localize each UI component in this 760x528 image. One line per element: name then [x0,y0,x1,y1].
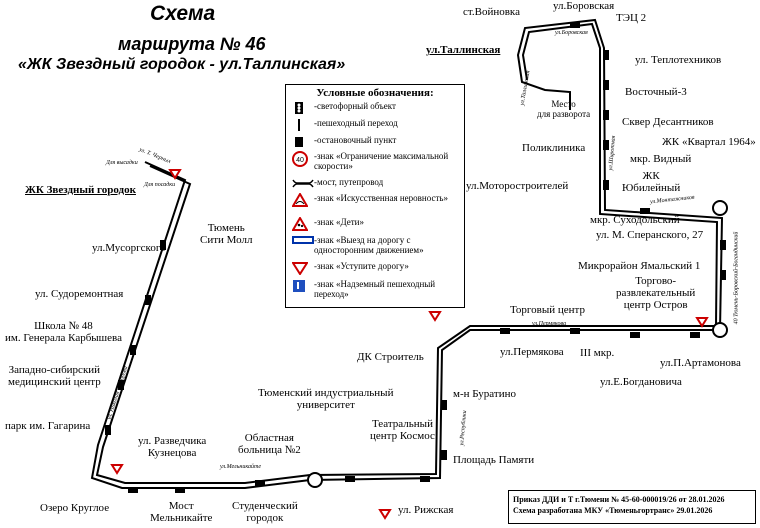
stop-label-permyakova: ул.Пермякова [500,346,564,358]
stop-label-ozero-krugloe: Озеро Круглое [40,502,110,514]
stop-label-park-gagarina: парк им. Гагарина [5,420,91,432]
speed-limit-40-icon: 40 [292,151,314,167]
stop-label-tiu: Тюменский индустриальный университет [258,387,394,411]
legend-label: -знак «Искусственная неровность» [314,193,448,203]
svg-text:40: 40 [296,157,304,164]
yield-signs [110,169,709,520]
order-line2: Схема разработана МКУ «Тюменьгортранс» 2… [513,506,713,515]
stop-label-bogdanovicha: ул.Е.Богдановича [600,376,682,388]
stop-label-student-town: Студенческий городок [232,500,298,524]
stop-label-hospital2: Областная больница №2 [238,432,301,456]
stop-label-dk-stroitel: ДК Строитель [357,351,424,363]
map-title-line3: «ЖК Звездный городок - ул.Таллинская» [18,56,346,73]
stop-label-med-center: Западно-сибирский медицинский центр [8,364,101,388]
stop-label-kvartal1964: ЖК «Квартал 1964» [662,136,756,148]
stop-label-razvedchika: ул. Разведчика Кузнецова [138,435,207,459]
legend-label: -знак «Уступите дорогу» [314,261,409,271]
stop-label-speranskogo: ул. М. Сперанского, 27 [596,229,704,241]
stop-label-iii-mkr: III мкр. [580,347,615,359]
stop-label-most-melnikaite: Мост Мельникайте [150,500,213,524]
stop-label-tets2: ТЭЦ 2 [616,12,647,24]
stop-label-poliklinika: Поликлиника [522,142,586,154]
stop-label-vostochny3: Восточный-3 [625,86,687,98]
stop-label-vidny: мкр. Видный [630,153,692,165]
map-title-line2: маршрута № 46 [118,34,266,54]
stop-label-tyumen-city-mall: Тюмень Сити Молл [200,222,253,246]
stop-label-yubileiny: ЖК Юбилейный [622,170,681,194]
label-turnaround: Место для разворота [537,99,591,119]
bus-stop-markers [105,22,726,493]
stop-label-tr-center-ostrov: Торгово- развлекательный центр Остров [616,275,696,311]
legend-heading: Условные обозначения: [316,87,434,99]
stop-label-yamalsky: Микрорайон Ямальский 1 [578,260,701,272]
legend-label: -знак «Надземный пешеходный переход» [314,279,436,299]
stop-label-buratino: м-н Буратино [453,388,516,400]
stop-label-sudoremontnaya: ул. Судоремонтная [35,288,124,300]
stop-label-borovskaya: ул.Боровская [553,0,615,12]
children-icon [291,216,314,231]
stop-label-rizhskaya: ул. Рижская [398,504,454,516]
legend-label: -пешеходный переход [314,118,398,128]
stop-label-ploshchad-pamyati: Площадь Памяти [453,454,535,466]
legend-label: -знак «Выезд на дорогу с односторонним д… [314,235,424,255]
stop-label-artamonova: ул.П.Артамонова [660,357,741,369]
stop-label-teatralny: Театральный центр Космос [370,418,435,442]
bus-stop-icon [292,135,314,149]
street-dlya-vysadki: Для высадки [106,160,138,166]
order-note: Приказ ДДИ и Т г.Тюмени № 45-60-000019/2… [508,490,756,524]
stop-label-voinovka: ст.Войновка [463,6,520,18]
overpass-icon [292,279,314,293]
stop-label-zk-zvezdny: ЖК Звездный городок [25,184,136,196]
legend-label: -знак «Ограничение максимальной скорости… [314,151,449,171]
legend-box: Условные обозначения: -светофорный объек… [285,84,465,308]
stop-label-sukhodolsky: мкр. Суходольский [590,214,680,226]
stop-label-torgovy-center: Торговый центр [510,304,585,316]
stop-label-motorostroiteley: ул.Моторостроителей [466,180,569,192]
traffic-light-icon [292,101,314,115]
street-permyakova: ул.Пермякова [532,321,567,327]
speed-bump-icon [291,192,314,207]
legend-label: -остановочный пункт [314,135,397,145]
street-borovskaya: ул.Боровская [555,30,588,36]
stop-label-teplotekhnikov: ул. Теплотехников [635,54,722,66]
legend-label: -знак «Дети» [314,217,364,227]
street-melnikaite: ул.Мельникайте [220,464,262,470]
order-line1: Приказ ДДИ и Т г.Тюмени № 45-60-000019/2… [513,495,725,504]
stop-label-school48: Школа № 48 им. Генерала Карбышева [5,320,122,344]
yield-icon [291,261,314,276]
map-title-line1: Схема [150,2,216,25]
stop-label-musorgsky: ул.Мусоргского [92,242,166,254]
legend-label: -мост, путепровод [314,177,384,187]
legend-label: -светофорный объект [314,101,396,111]
stop-label-tallinskaya: ул.Таллинская [426,44,501,56]
one-way-exit-icon [292,235,314,249]
stop-label-skver-desantnikov: Сквер Десантников [622,116,714,128]
street-tyumen-borovsky: 40 Тюмень-Боровский-Богандинский [733,231,740,325]
crosswalk-icon [292,118,314,132]
bridge-icon [292,177,314,191]
street-dlya-posadki: Для посадки [144,182,176,188]
